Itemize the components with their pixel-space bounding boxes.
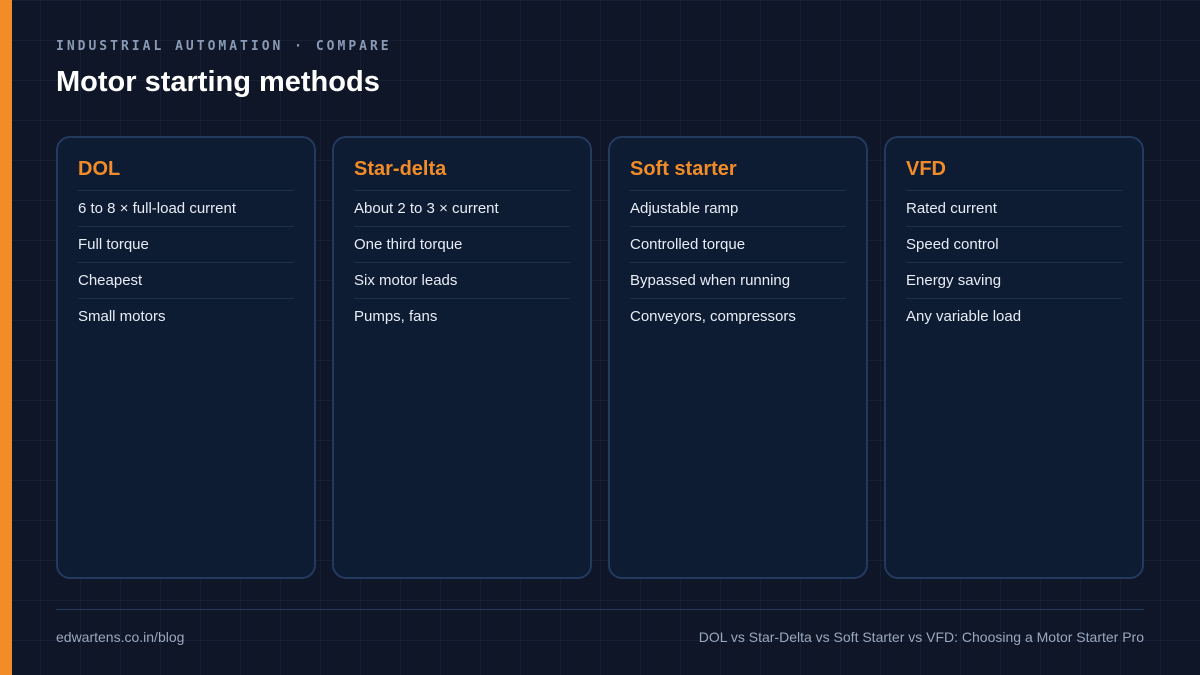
card-list: About 2 to 3 × current One third torque … [354, 190, 570, 334]
card-item: Full torque [78, 227, 294, 263]
card-list: Adjustable ramp Controlled torque Bypass… [630, 190, 846, 334]
card-list: 6 to 8 × full-load current Full torque C… [78, 190, 294, 334]
card-item: Speed control [906, 227, 1122, 263]
accent-bar [0, 0, 12, 675]
card-item: 6 to 8 × full-load current [78, 191, 294, 227]
card-item: Pumps, fans [354, 308, 438, 325]
card-star-delta: Star-delta About 2 to 3 × current One th… [332, 136, 592, 579]
card-item: Controlled torque [630, 227, 846, 263]
card-list: Rated current Speed control Energy savin… [906, 190, 1122, 334]
footer-source: edwartens.co.in/blog [56, 629, 185, 645]
card-dol: DOL 6 to 8 × full-load current Full torq… [56, 136, 316, 579]
card-item: Small motors [78, 308, 166, 325]
card-item: Six motor leads [354, 263, 570, 299]
card-item: About 2 to 3 × current [354, 191, 570, 227]
card-title: DOL [78, 158, 121, 180]
card-item: Adjustable ramp [630, 191, 846, 227]
card-vfd: VFD Rated current Speed control Energy s… [884, 136, 1144, 579]
card-soft-starter: Soft starter Adjustable ramp Controlled … [608, 136, 868, 579]
card-title: Soft starter [630, 158, 737, 180]
card-title: VFD [906, 158, 946, 180]
card-item: Conveyors, compressors [630, 308, 796, 325]
page-title: Motor starting methods [56, 66, 380, 98]
card-title: Star-delta [354, 158, 447, 180]
card-item: Rated current [906, 191, 1122, 227]
card-item: One third torque [354, 227, 570, 263]
footer-caption: DOL vs Star-Delta vs Soft Starter vs VFD… [698, 629, 1144, 645]
card-item: Any variable load [906, 308, 1022, 325]
footer-divider [56, 609, 1144, 610]
card-item: Energy saving [906, 263, 1122, 299]
comparison-cards: DOL 6 to 8 × full-load current Full torq… [56, 136, 1144, 579]
card-item: Cheapest [78, 263, 294, 299]
card-item: Bypassed when running [630, 263, 846, 299]
eyebrow-label: INDUSTRIAL AUTOMATION · COMPARE [56, 39, 392, 54]
